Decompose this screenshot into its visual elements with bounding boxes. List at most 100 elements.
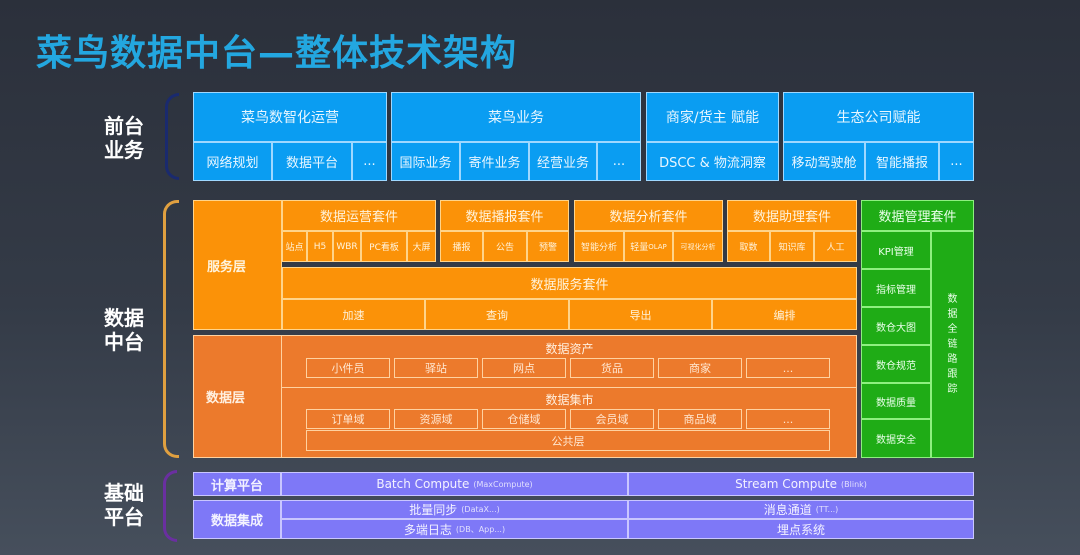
integration-item-text: 消息通道 — [763, 503, 812, 517]
mart-item: 订单域 — [306, 409, 390, 429]
bracket-base — [163, 470, 177, 542]
data-layer — [193, 335, 857, 458]
mart-item: 商品域 — [658, 409, 742, 429]
trace-char: 踪 — [947, 384, 958, 395]
label-line: 前台 — [104, 114, 144, 138]
management-header: 数据管理套件 — [861, 200, 974, 231]
label-line: 基础 — [104, 481, 144, 505]
suite-item: PC看板 — [361, 231, 407, 262]
suite-item: 播报 — [440, 231, 483, 262]
front-item-more: ... — [352, 142, 387, 181]
front-item-more: ... — [939, 142, 974, 181]
asset-item: 驿站 — [394, 358, 478, 378]
suite-item: 智能分析 — [574, 231, 624, 262]
service-suite-header: 数据服务套件 — [282, 267, 857, 299]
assets-header: 数据资产 — [545, 341, 594, 356]
suite-item: H5 — [307, 231, 333, 262]
suite-item: 大屏 — [407, 231, 436, 262]
management-item: 数仓大图 — [861, 307, 931, 345]
front-item: 经营业务 — [529, 142, 597, 181]
asset-item: 小件员 — [306, 358, 390, 378]
front-item: 国际业务 — [391, 142, 460, 181]
integration-item: 多端日志(DB、App...) — [281, 519, 628, 539]
management-item: KPI管理 — [861, 231, 931, 269]
trace-char: 路 — [947, 354, 958, 365]
front-item: 数据平台 — [272, 142, 352, 181]
suite-item: 取数 — [727, 231, 770, 262]
data-integration-label: 数据集成 — [193, 500, 281, 539]
management-item: 数据安全 — [861, 419, 931, 458]
suite-item: 公告 — [483, 231, 527, 262]
integration-item: 消息通道(TT...) — [628, 500, 974, 519]
bracket-front — [165, 93, 179, 180]
management-item: 数仓规范 — [861, 345, 931, 383]
front-item: 寄件业务 — [460, 142, 529, 181]
front-group-header: 生态公司赋能 — [783, 92, 974, 142]
mart-item: 会员域 — [570, 409, 654, 429]
page-title: 菜鸟数据中台—整体技术架构 — [36, 33, 518, 74]
compute-platform-label: 计算平台 — [193, 472, 281, 496]
asset-item: 货品 — [570, 358, 654, 378]
common-layer: 公共层 — [306, 430, 830, 451]
suite-item: 预警 — [527, 231, 569, 262]
label-data-middle: 数据 中台 — [98, 306, 150, 354]
front-group-header: 菜鸟数智化运营 — [193, 92, 387, 142]
integration-item-note: (DB、App...) — [455, 524, 506, 534]
divider — [282, 387, 857, 388]
suite-header: 数据助理套件 — [727, 200, 857, 231]
mart-item: 资源域 — [394, 409, 478, 429]
service-suite-item: 编排 — [712, 299, 857, 330]
suite-item: WBR — [333, 231, 361, 262]
integration-item: 埋点系统 — [628, 519, 974, 539]
management-item: 指标管理 — [861, 269, 931, 307]
integration-item-text: 埋点系统 — [776, 522, 825, 537]
mart-item: 仓储域 — [482, 409, 566, 429]
suite-item: 可视化分析 — [673, 231, 723, 262]
label-front-business: 前台 业务 — [98, 114, 150, 162]
label-line: 数据 — [104, 306, 144, 330]
data-layer-label: 数据层 — [193, 335, 282, 458]
label-base-platform: 基础 平台 — [98, 481, 150, 529]
suite-item: 站点 — [282, 231, 307, 262]
batch-compute-name: Batch Compute — [376, 477, 470, 491]
suite-header: 数据运营套件 — [282, 200, 436, 231]
front-group-header: 菜鸟业务 — [391, 92, 641, 142]
integration-item-note: (DataX...) — [461, 505, 500, 514]
stream-compute-note: (Blink) — [841, 479, 867, 489]
suite-item-note: OLAP — [648, 242, 667, 251]
front-group-header: 商家/货主 赋能 — [646, 92, 779, 142]
trace-char: 据 — [947, 309, 958, 320]
label-line: 业务 — [104, 138, 144, 162]
trace-char: 跟 — [947, 369, 958, 380]
trace-char: 数 — [947, 294, 958, 305]
batch-compute: Batch Compute(MaxCompute) — [281, 472, 628, 496]
suite-item-text: 轻量 — [630, 243, 649, 253]
mart-header: 数据集市 — [545, 393, 594, 407]
asset-item: 网点 — [482, 358, 566, 378]
bracket-middle — [163, 200, 179, 458]
front-item: DSCC & 物流洞察 — [646, 142, 779, 181]
trace-char: 链 — [947, 339, 958, 350]
service-suite-item: 导出 — [569, 299, 712, 330]
full-link-trace: 数 据 全 链 路 跟 踪 — [931, 231, 974, 458]
front-item: 移动驾驶舱 — [783, 142, 865, 181]
suite-item: 人工 — [814, 231, 857, 262]
integration-item: 批量同步(DataX...) — [281, 500, 628, 519]
trace-char: 全 — [947, 324, 958, 335]
service-suite-item: 查询 — [425, 299, 569, 330]
integration-item-text: 批量同步 — [409, 503, 458, 517]
asset-item-more: ... — [746, 358, 830, 378]
front-item-more: ... — [597, 142, 641, 181]
management-item: 数据质量 — [861, 383, 931, 419]
stream-compute-name: Stream Compute — [735, 477, 838, 491]
stream-compute: Stream Compute(Blink) — [628, 472, 974, 496]
service-suite-item: 加速 — [282, 299, 425, 330]
suite-item: 知识库 — [770, 231, 814, 262]
mart-item-more: ... — [746, 409, 830, 429]
front-item: 网络规划 — [193, 142, 272, 181]
integration-item-note: (TT...) — [815, 505, 839, 514]
service-layer-label: 服务层 — [193, 200, 282, 330]
suite-header: 数据分析套件 — [574, 200, 723, 231]
batch-compute-note: (MaxCompute) — [473, 479, 533, 489]
